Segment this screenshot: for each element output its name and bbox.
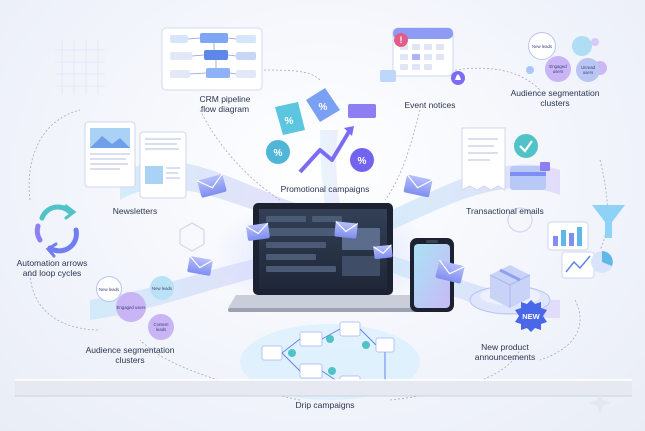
cluster-label: New leads — [98, 286, 120, 292]
transactional-graphic — [461, 127, 550, 191]
laptop — [213, 195, 433, 315]
label-line: flow diagram — [200, 104, 250, 114]
new-badge: NEW — [522, 312, 540, 321]
envelope-icon — [245, 222, 270, 241]
label-automation: Automation arrows and loop cycles — [10, 258, 94, 278]
label-event-notices: Event notices — [404, 100, 456, 110]
grid-decoration — [55, 40, 105, 95]
envelope-icon — [187, 255, 214, 276]
svg-text:%: % — [358, 156, 367, 167]
label-segmentation-bottom: Audience segmentation clusters — [80, 345, 180, 365]
cluster-bubble-new-leads: New leads — [150, 276, 174, 300]
cluster-bubble-engaged-users: Engaged users — [116, 292, 146, 322]
ring-decoration — [507, 207, 533, 233]
label-line: Automation arrows — [16, 258, 88, 268]
cluster-bubble-engaged-users: Engaged users — [545, 56, 571, 82]
cluster-bubble-content-leads: Content leads — [148, 314, 174, 340]
hexagon-decoration — [179, 222, 205, 252]
sparkle-icon — [589, 392, 611, 414]
svg-text:%: % — [319, 102, 328, 113]
crm-flow-diagram — [161, 27, 263, 91]
cluster-label: Engaged users — [549, 64, 567, 74]
svg-text:%: % — [274, 148, 283, 159]
label-line: and loop cycles — [22, 268, 82, 278]
cluster-label: Unread users — [580, 65, 596, 75]
envelope-icon — [435, 259, 466, 284]
smartphone — [410, 238, 454, 312]
envelope-icon — [334, 220, 359, 239]
label-line: CRM pipeline — [199, 94, 251, 104]
analytics-charts — [547, 205, 625, 279]
envelope-icon — [196, 173, 227, 198]
label-promotional: Promotional campaigns — [280, 184, 370, 194]
cluster-bubble-new-leads: New leads — [528, 32, 556, 60]
svg-text:!: ! — [400, 35, 403, 45]
product-box — [469, 265, 551, 332]
newsletter-pages — [84, 121, 187, 199]
label-newsletters: Newsletters — [112, 206, 158, 216]
label-transactional: Transactional emails — [466, 206, 544, 216]
label-line: clusters — [115, 355, 145, 365]
platform — [15, 379, 632, 397]
envelope-icon — [372, 244, 393, 260]
label-segmentation-top: Audience segmentation clusters — [505, 88, 605, 108]
label-line: clusters — [540, 98, 570, 108]
svg-text:%: % — [285, 116, 294, 127]
label-drip: Drip campaigns — [295, 400, 355, 410]
label-new-product: New product announcements — [465, 342, 545, 362]
label-line: Audience segmentation — [510, 88, 600, 98]
envelope-icon — [403, 174, 433, 198]
event-calendar: ! — [380, 27, 465, 85]
label-crm-pipeline: CRM pipeline flow diagram — [190, 94, 260, 114]
label-line: New product — [481, 342, 529, 352]
cluster-label: Content leads — [153, 322, 169, 332]
cluster-label: Engaged users — [116, 304, 146, 310]
envelopes — [187, 173, 466, 284]
label-line: Audience segmentation — [85, 345, 175, 355]
promo-graphic: % % % % — [266, 88, 376, 174]
automation-loop-icon — [34, 204, 79, 258]
cluster-label: New leads — [151, 285, 173, 291]
label-line: announcements — [474, 352, 536, 362]
cluster-bubble-new-leads: New leads — [96, 276, 122, 302]
cluster-bubble-unread-users: Unread users — [576, 58, 600, 82]
cluster-label: New leads — [531, 43, 553, 49]
